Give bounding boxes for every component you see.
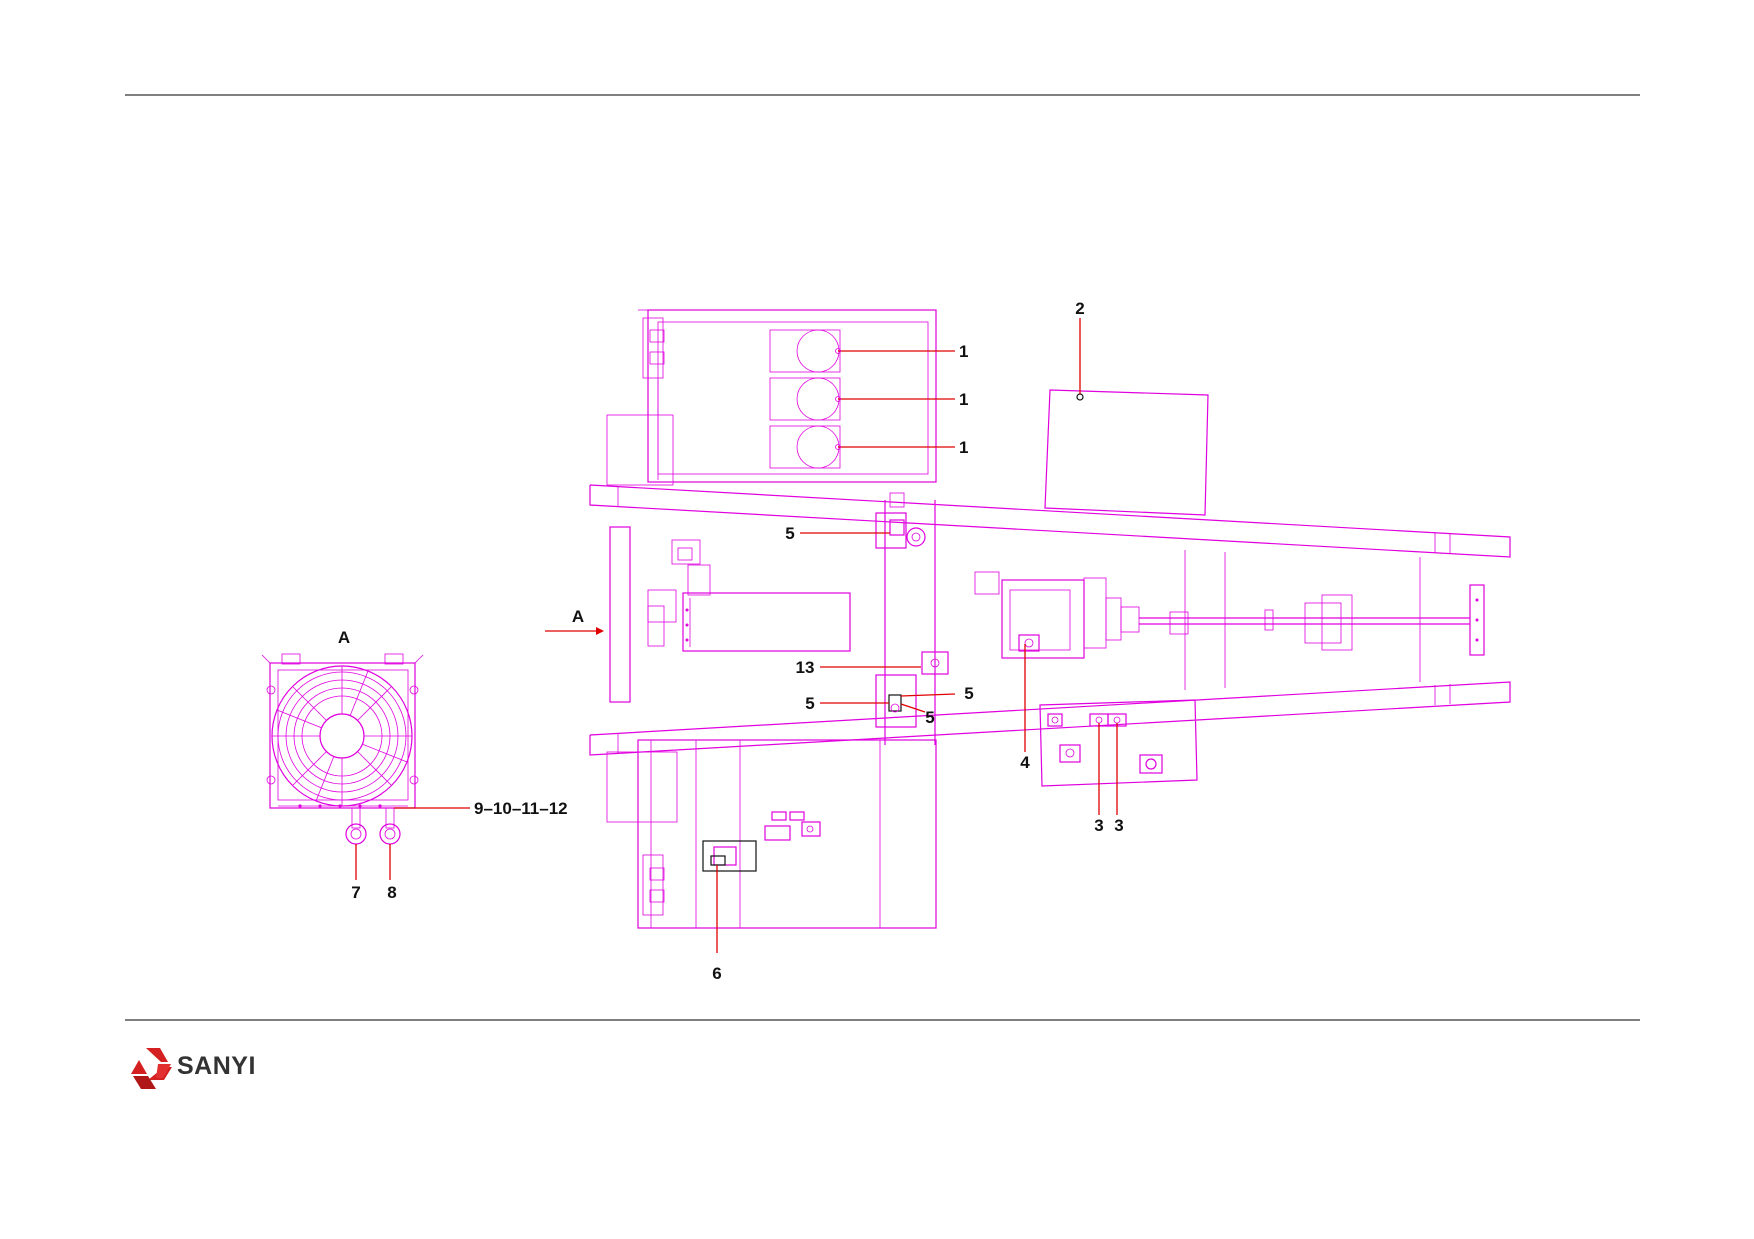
callout-1-top: 1 bbox=[959, 342, 968, 361]
callout-1-bottom: 1 bbox=[959, 438, 968, 457]
callout-3-left: 3 bbox=[1094, 816, 1103, 835]
view-a-arrow-label: A bbox=[572, 607, 584, 626]
callout-2: 2 bbox=[1075, 299, 1084, 318]
view-a-title: A bbox=[338, 628, 350, 647]
callout-5-right: 5 bbox=[964, 684, 973, 703]
callout-5-left: 5 bbox=[805, 694, 814, 713]
callout-3-right: 3 bbox=[1114, 816, 1123, 835]
callout-5-upper: 5 bbox=[785, 524, 794, 543]
callout-8: 8 bbox=[387, 883, 396, 902]
brand-name: SANYI bbox=[177, 1052, 256, 1080]
chassis-plan-view bbox=[589, 309, 1511, 929]
callout-6: 6 bbox=[712, 964, 721, 983]
sanyi-logo-mark bbox=[131, 1048, 172, 1089]
callout-13: 13 bbox=[796, 658, 815, 677]
leader-lines bbox=[355, 318, 1118, 953]
callout-9-10-11-12: 9–10–11–12 bbox=[474, 799, 568, 818]
callout-4: 4 bbox=[1020, 753, 1030, 772]
radiator-fan-detail bbox=[261, 653, 424, 845]
sanyi-logo: SANYI bbox=[131, 1048, 256, 1089]
callout-1-mid: 1 bbox=[959, 390, 968, 409]
callout-7: 7 bbox=[351, 883, 360, 902]
callout-5-lower: 5 bbox=[925, 708, 934, 727]
